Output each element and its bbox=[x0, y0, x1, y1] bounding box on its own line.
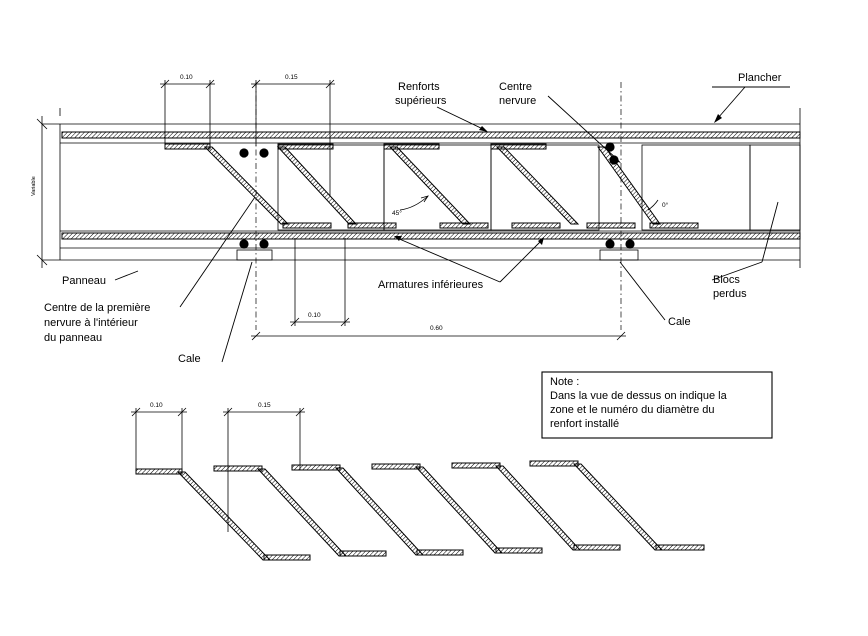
premiere-label-1: Centre de la première bbox=[44, 302, 150, 314]
cale-right-label: Cale bbox=[668, 316, 691, 328]
variable-height-dimension: Variable bbox=[31, 116, 48, 268]
panneau-label: Panneau bbox=[62, 275, 106, 287]
dim-bottom-b: 0.60 bbox=[430, 325, 443, 332]
rib-centre-lines bbox=[255, 82, 622, 330]
detail-bar-4 bbox=[371, 463, 543, 554]
detail-bar-3 bbox=[291, 464, 464, 556]
dim-top-b: 0.15 bbox=[285, 74, 298, 81]
note-line-2: zone et le numéro du diamètre du bbox=[550, 404, 715, 416]
renforts-label-2: supérieurs bbox=[395, 95, 447, 107]
detail-bar-5 bbox=[451, 462, 621, 551]
angle-marks: 45° 0° bbox=[392, 195, 669, 217]
shims bbox=[236, 249, 639, 261]
plancher-label: Plancher bbox=[738, 72, 782, 84]
detail-bar-1 bbox=[135, 468, 311, 561]
dim-bottom-a: 0.10 bbox=[308, 312, 321, 319]
end-marks bbox=[59, 108, 801, 116]
labels: Plancher Renforts supérieurs Centre nerv… bbox=[44, 72, 782, 365]
leaders bbox=[114, 86, 790, 363]
note-box: Note : Dans la vue de dessus on indique … bbox=[541, 371, 773, 439]
dim-detail-a: 0.10 bbox=[150, 402, 163, 409]
detail-dimensions: 0.10 0.15 bbox=[131, 402, 305, 532]
centre-label-1: Centre bbox=[499, 81, 532, 93]
floor-slab bbox=[42, 116, 801, 268]
bottom-dimensions: 0.10 0.60 bbox=[251, 238, 626, 341]
note-line-3: renfort installé bbox=[550, 418, 619, 430]
svg-text:0°: 0° bbox=[662, 201, 669, 209]
variable-label: Variable bbox=[31, 176, 37, 196]
rib-reinforcements bbox=[164, 143, 699, 229]
renforts-label-1: Renforts bbox=[398, 81, 440, 93]
top-reinforcement bbox=[61, 131, 801, 139]
bottom-reinforcement bbox=[61, 232, 801, 240]
detail-bars bbox=[135, 460, 705, 561]
premiere-label-2: nervure à l'intérieur bbox=[44, 317, 138, 329]
angle-label: 45° bbox=[392, 209, 402, 217]
block-4 bbox=[641, 144, 751, 231]
armatures-label: Armatures inférieures bbox=[378, 279, 484, 291]
dim-top-a: 0.10 bbox=[180, 74, 193, 81]
premiere-label-3: du panneau bbox=[44, 332, 102, 344]
block-5 bbox=[749, 144, 801, 231]
blocs-label-2: perdus bbox=[713, 288, 747, 300]
detail-bar-2 bbox=[213, 465, 387, 557]
note-line-1: Dans la vue de dessus on indique la bbox=[550, 390, 728, 402]
top-dimensions: 0.10 0.15 bbox=[160, 74, 335, 196]
dim-detail-b: 0.15 bbox=[258, 402, 271, 409]
note-title: Note : bbox=[550, 376, 579, 388]
cale-left-label: Cale bbox=[178, 353, 201, 365]
detail-bar-6 bbox=[529, 460, 705, 551]
centre-label-2: nervure bbox=[499, 95, 536, 107]
blocs-label-1: Blocs bbox=[713, 274, 740, 286]
